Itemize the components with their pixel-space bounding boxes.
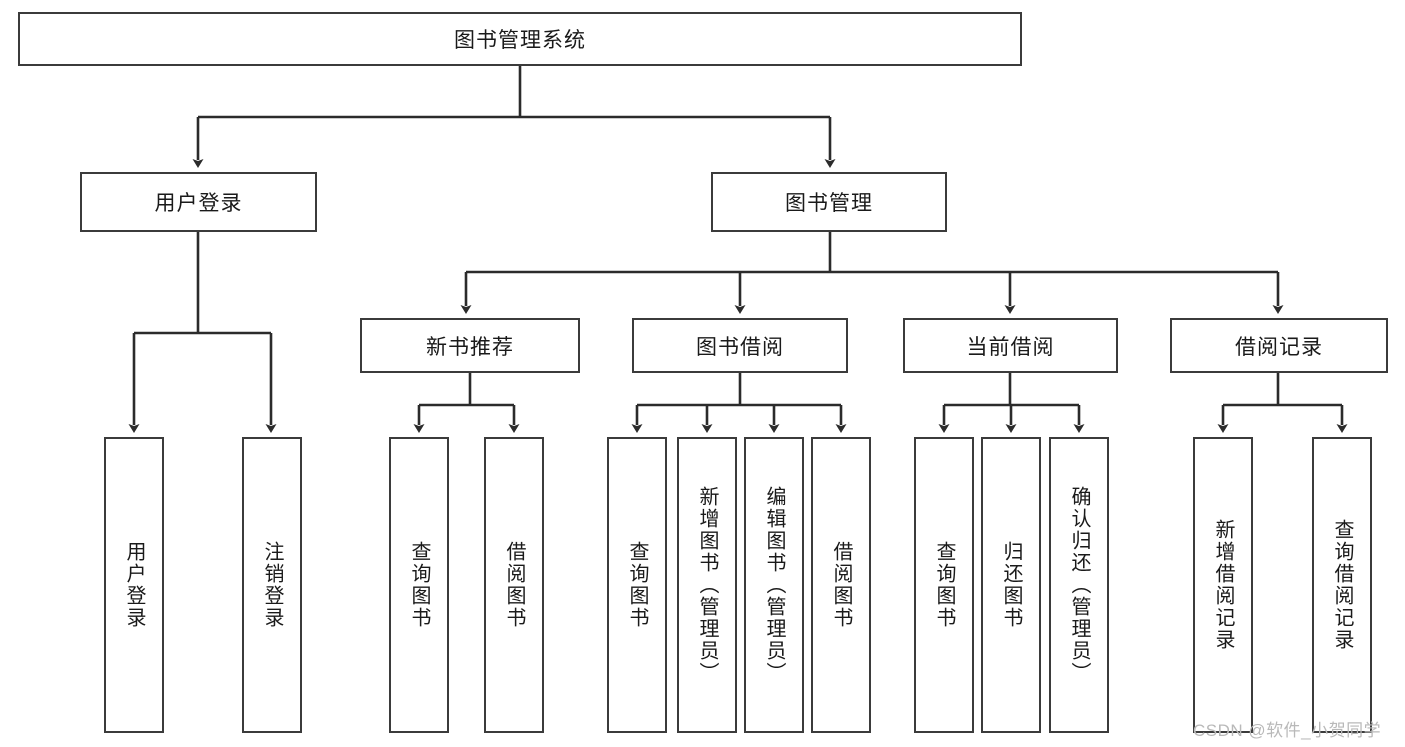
leaf-current-return-book[interactable]: 归还图书	[981, 437, 1041, 733]
leaf-label: 借阅图书	[503, 541, 525, 629]
leaf-label: 借阅图书	[830, 541, 852, 629]
leaf-borrow-borrow-book[interactable]: 借阅图书	[811, 437, 871, 733]
leaf-label: 查询图书	[408, 541, 430, 629]
leaf-current-query-book[interactable]: 查询图书	[914, 437, 974, 733]
leaf-record-add-record[interactable]: 新增借阅记录	[1193, 437, 1253, 733]
node-user-login[interactable]: 用户登录	[80, 172, 317, 232]
leaf-borrow-query-book[interactable]: 查询图书	[607, 437, 667, 733]
csdn-watermark: CSDN @软件_小贺同学	[1193, 721, 1382, 740]
leaf-borrow-add-book-admin[interactable]: 新增图书（管理员）	[677, 437, 737, 733]
leaf-label: 注销登录	[261, 541, 283, 629]
leaf-label: 确认归还（管理员）	[1068, 486, 1090, 684]
leaf-user-login-logout[interactable]: 注销登录	[242, 437, 302, 733]
node-new-book-recommend[interactable]: 新书推荐	[360, 318, 580, 373]
node-root-system[interactable]: 图书管理系统	[18, 12, 1022, 66]
node-book-borrow[interactable]: 图书借阅	[632, 318, 848, 373]
leaf-label: 新增图书（管理员）	[696, 486, 718, 684]
leaf-label: 编辑图书（管理员）	[763, 486, 785, 684]
node-book-management[interactable]: 图书管理	[711, 172, 947, 232]
node-current-borrow[interactable]: 当前借阅	[903, 318, 1118, 373]
leaf-label: 查询图书	[626, 541, 648, 629]
leaf-label: 查询借阅记录	[1331, 519, 1353, 651]
leaf-label: 归还图书	[1000, 541, 1022, 629]
leaf-record-query-record[interactable]: 查询借阅记录	[1312, 437, 1372, 733]
leaf-current-confirm-return-admin[interactable]: 确认归还（管理员）	[1049, 437, 1109, 733]
leaf-label: 用户登录	[123, 541, 145, 629]
leaf-label: 新增借阅记录	[1212, 519, 1234, 651]
leaf-label: 查询图书	[933, 541, 955, 629]
leaf-recommend-borrow-book[interactable]: 借阅图书	[484, 437, 544, 733]
leaf-borrow-edit-book-admin[interactable]: 编辑图书（管理员）	[744, 437, 804, 733]
leaf-user-login-login[interactable]: 用户登录	[104, 437, 164, 733]
leaf-recommend-query-book[interactable]: 查询图书	[389, 437, 449, 733]
node-borrow-record[interactable]: 借阅记录	[1170, 318, 1388, 373]
